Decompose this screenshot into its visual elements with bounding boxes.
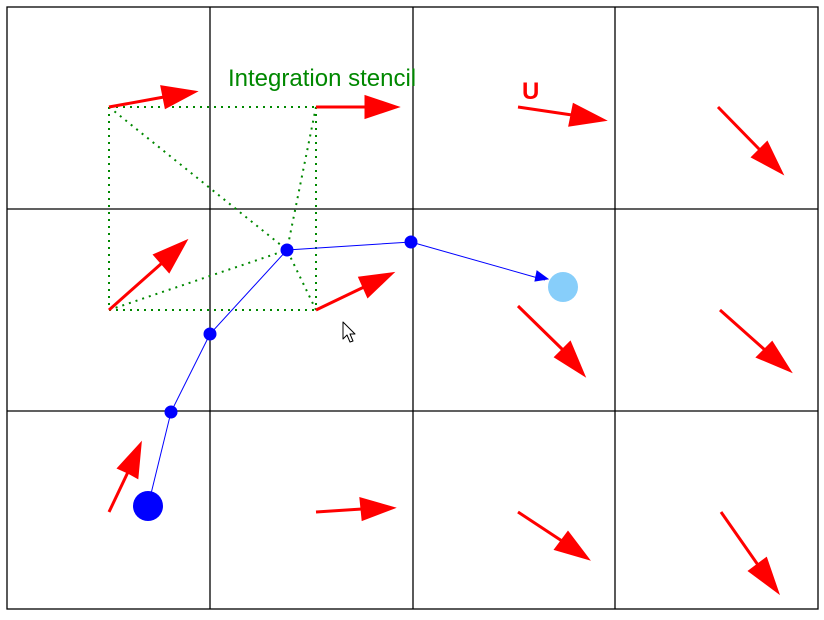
velocity-vector: [517, 102, 608, 127]
velocity-vector: [107, 440, 142, 513]
stencil-spoke-bl: [108, 249, 288, 311]
velocity-vector: [315, 271, 396, 312]
end-point: [548, 272, 578, 302]
trajectory-node: [404, 235, 418, 249]
velocity-vector: [716, 105, 785, 176]
trajectory-node: [280, 243, 294, 257]
integration-stencil-label: Integration stencil: [228, 65, 416, 92]
trajectory-node: [164, 405, 178, 419]
mouse-pointer-icon: [342, 321, 356, 343]
velocity-vector: [108, 85, 199, 110]
velocity-label: U: [522, 78, 539, 105]
velocity-vector: [316, 94, 401, 120]
stencil-spoke-tl: [108, 106, 288, 251]
velocity-vector: [719, 308, 793, 374]
particle-trajectory: [133, 235, 578, 521]
grid: [6, 6, 819, 610]
start-point: [133, 491, 163, 521]
velocity-vector: [315, 496, 397, 522]
integration-stencil: [108, 106, 317, 311]
velocity-vector: [108, 238, 189, 312]
velocity-vector: [719, 511, 780, 596]
stencil-spoke-br: [286, 249, 317, 311]
stencil-spoke-tr: [286, 106, 317, 251]
velocity-vectors: [107, 85, 793, 596]
velocity-vector: [517, 510, 591, 561]
trajectory-node: [203, 327, 217, 341]
trajectory-line: [147, 241, 546, 507]
velocity-vector: [516, 304, 587, 378]
trajectory-arrowhead: [534, 270, 550, 282]
